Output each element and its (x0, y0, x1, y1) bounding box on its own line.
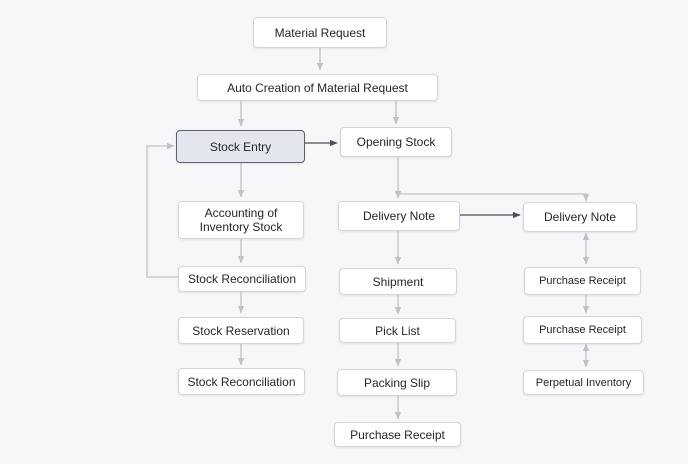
node-stock-entry[interactable]: Stock Entry (176, 130, 305, 163)
node-accounting-inventory-stock[interactable]: Accounting of Inventory Stock (178, 201, 304, 239)
node-stock-reconciliation[interactable]: Stock Reconciliation (178, 266, 306, 292)
node-auto-creation-material-request[interactable]: Auto Creation of Material Request (197, 74, 438, 101)
node-purchase-receipt-2[interactable]: Purchase Receipt (524, 267, 641, 295)
node-stock-reservation[interactable]: Stock Reservation (178, 317, 304, 344)
node-perpetual-inventory[interactable]: Perpetual Inventory (523, 370, 644, 395)
node-purchase-receipt[interactable]: Purchase Receipt (334, 422, 461, 447)
edge-reconciliation-loop-back (146, 142, 178, 278)
node-delivery-note-2[interactable]: Delivery Note (523, 202, 637, 232)
node-material-request[interactable]: Material Request (253, 17, 387, 48)
node-opening-stock[interactable]: Opening Stock (340, 127, 452, 157)
node-stock-reconciliation-2[interactable]: Stock Reconciliation (178, 368, 305, 395)
node-packing-slip[interactable]: Packing Slip (337, 369, 457, 396)
node-purchase-receipt-3[interactable]: Purchase Receipt (523, 316, 642, 344)
edge-opening-branch (398, 193, 590, 202)
node-pick-list[interactable]: Pick List (339, 318, 456, 343)
node-delivery-note[interactable]: Delivery Note (338, 201, 460, 231)
node-shipment[interactable]: Shipment (339, 268, 457, 295)
